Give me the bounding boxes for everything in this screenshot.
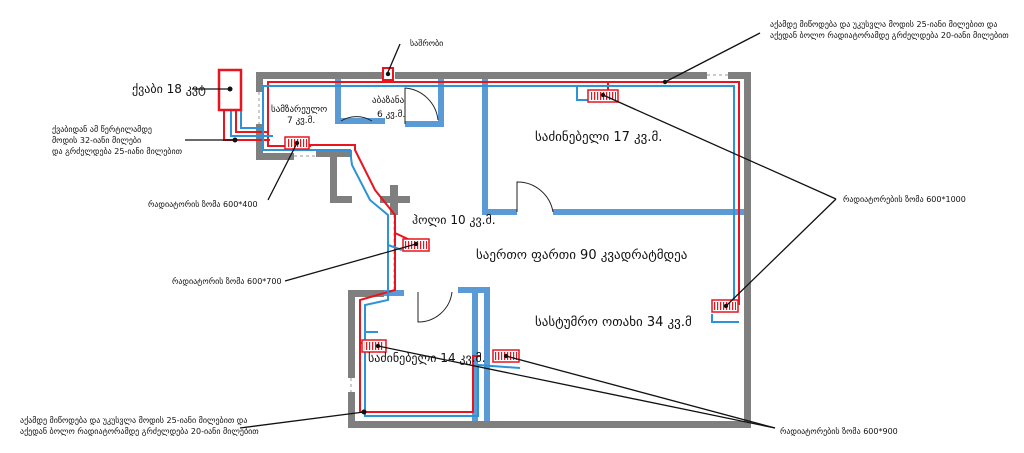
room-kitchen-name: სამზარეულო (271, 104, 327, 115)
radiator-600x400-label: რადიატორის ზომა 600*400 (148, 199, 258, 209)
boiler-note-line3: და გრძელდება 25-იანი მილებით (52, 146, 183, 156)
radiator-600x900-left-icon (361, 339, 387, 353)
boiler-note-line1: ქვაბიდან ამ წერტილამდე (52, 124, 152, 134)
door-swings (340, 87, 554, 323)
wall-openings (258, 74, 728, 392)
inner-walls (335, 79, 744, 421)
leader-lines (185, 32, 837, 429)
return-pipes (230, 85, 739, 417)
room-hall: ჰოლი 10 კვ.მ. (412, 213, 496, 227)
room-bedroom-top: საძინებელი 17 კვ.მ. (535, 130, 662, 145)
outer-walls (256, 72, 751, 428)
meter-label: საშრობი (410, 38, 443, 48)
room-bedroom-bottom: საძინებელი 14 კვ.მ. (368, 351, 486, 365)
boiler-note-line2: მოდის 32-იანი მილები (52, 135, 141, 145)
radiator-600x700-label: რადიატორის ზომა 600*700 (172, 276, 282, 286)
room-bath-name: აბაზანა (372, 95, 405, 106)
bottom-left-note-line2: აქედან ბოლო რადიატორამდე გრძელდება 20-ია… (20, 426, 259, 436)
boiler (217, 68, 243, 112)
radiator-600x900-label: რადიატორების ზომა 600*900 (780, 426, 898, 436)
total-area: საერთო ფართი 90 კვადრატმდეა (476, 248, 687, 263)
room-living: სასტუმრო ოთახი 34 კვ.მ (535, 315, 692, 330)
leader-dots (232, 71, 729, 415)
boiler-label: ქვაბი 18 კვტ (132, 82, 206, 96)
room-kitchen-area: 7 კვ.მ. (287, 115, 315, 126)
radiator-600x1000-label: რადიატორების ზომა 600*1000 (843, 194, 966, 204)
room-bath-area: 6 კვ.მ. (377, 109, 405, 120)
bottom-left-note-line1: აქამდე მიწოდება და უკუსვლა მოდის 25-იანი… (20, 415, 247, 425)
top-right-note-line1: აქამდე მიწოდება და უკუსვლა მოდის 25-იანი… (770, 19, 997, 29)
top-right-note-line2: აქედან ბოლო რადიატორამდე გრძელდება 20-ია… (770, 30, 1009, 40)
